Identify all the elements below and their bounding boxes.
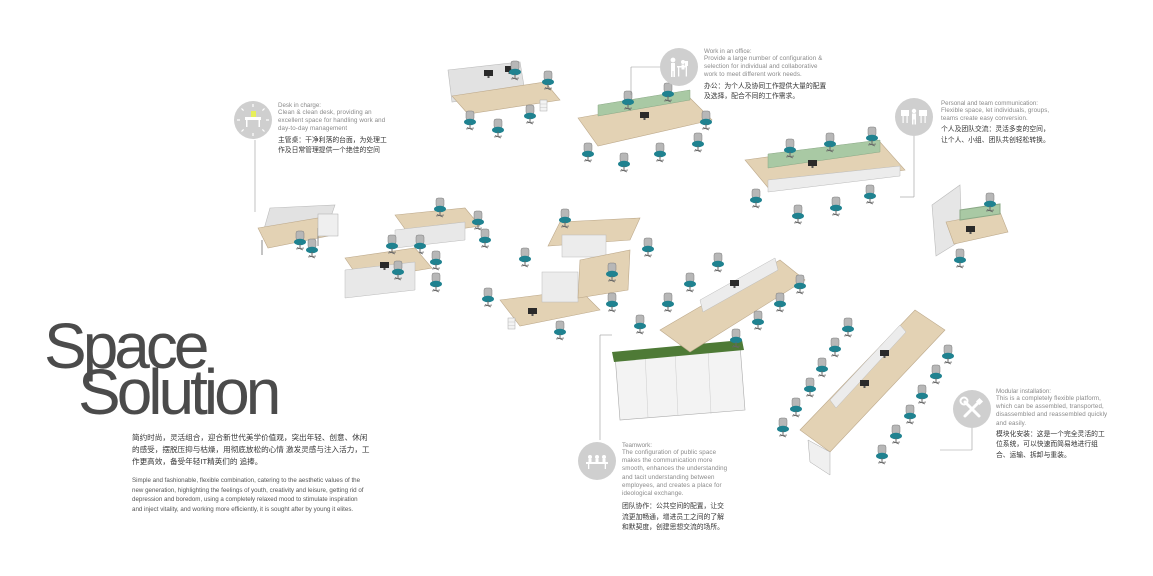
intro-chinese-text: 简约时尚，灵活组合，迎合新世代美学价值观，突出年轻、创意、休闲的感受，摆脱压抑与… [132,433,370,467]
desk-icon [237,104,269,136]
desk-icon-badge [234,101,272,139]
callout-modular-installation: Modular installation: This is a complete… [996,388,1108,461]
workstation-block-g [612,252,807,421]
manager-desk-block [257,204,339,259]
callout-teamwork: Teamwork: The configuration of public sp… [622,442,730,534]
workstation-block-e [744,126,906,225]
callout-english: Provide a large number of configuration … [704,55,823,79]
callout-english: Clean & clean desk, providing an excelle… [278,109,386,133]
callout-heading: Modular installation: [996,388,1052,395]
intro-english-text: Simple and fashionable, flexible combina… [132,477,364,513]
callout-personal-team-communication: Personal and team communication: Flexibl… [941,100,1053,146]
title-space: Space [44,310,209,382]
callout-desk-in-charge: Desk in charge: Clean & clean desk, prov… [278,102,390,157]
team-communication-icon [901,108,927,125]
tools-icon-badge [953,390,991,428]
tools-icon [959,396,984,418]
office-workers-icon [670,57,688,77]
callout-english: This is a completely flexible platform, … [996,395,1108,427]
meeting-table-icon [586,455,608,469]
meeting-table-icon-badge [578,442,616,480]
callout-chinese: 团队协作：公共空间的配置，让交流更加畅通，增进员工之间的了解和默契度，创建思想交… [622,503,724,532]
callout-heading: Personal and team communication: [941,100,1038,107]
callout-chinese: 模块化安装：这是一个完全灵活的工位系统，可以快速而简易地进行组合、运输、拆卸与重… [996,430,1105,459]
callout-chinese: 主管桌：干净利落的台面，为处理工作及日常管理提供一个绝佳的空间 [278,136,387,155]
callout-english: Flexible space, let individuals, groups,… [941,107,1050,123]
callout-heading: Desk in charge: [278,102,321,109]
workstation-block-b [344,197,492,299]
office-icon-badge [660,48,698,86]
workstation-block-c [481,208,655,341]
team-communication-icon-badge [895,98,933,136]
callout-heading: Teamwork: [622,442,652,449]
title-solution: Solution [78,356,281,428]
callout-heading: Work in an office: [704,48,752,55]
callout-chinese: 个人及团队交流：灵活多变的空间，让个人、小组、团队共创轻松转换。 [941,126,1050,144]
callout-work-in-office: Work in an office: Provide a large numbe… [704,48,828,103]
callout-chinese: 办公：为个人及协同工作提供大量的配置及选择，配合不同的工作需求。 [704,82,827,101]
workstation-block-d [447,60,713,173]
workstation-block-f [931,184,1009,269]
callout-english: The configuration of public space makes … [622,449,728,497]
workstation-block-h [776,309,955,476]
